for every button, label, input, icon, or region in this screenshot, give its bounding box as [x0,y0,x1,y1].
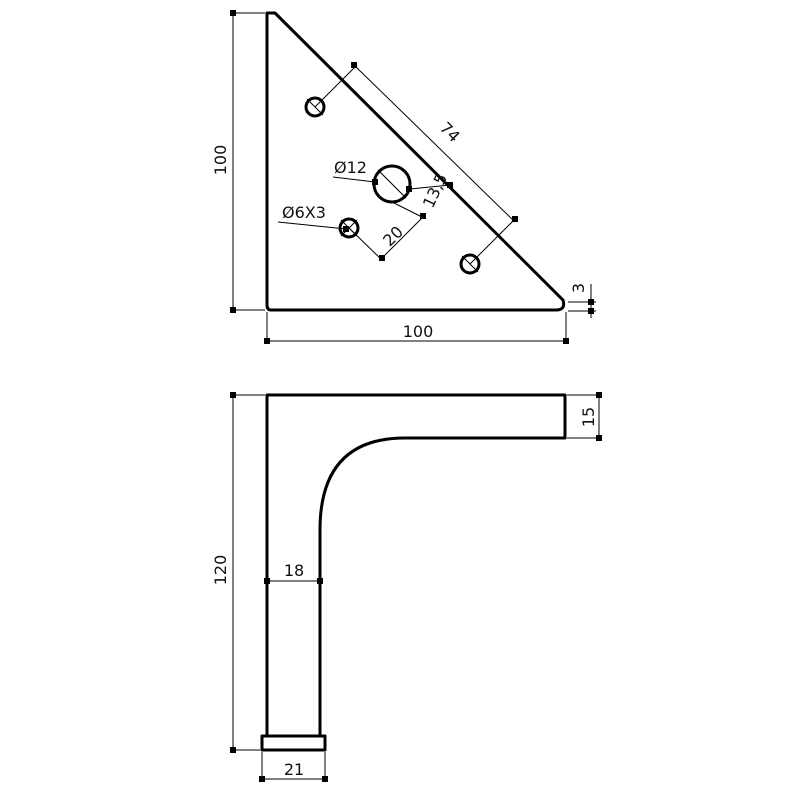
dimension-offset: 13,5 [406,171,453,211]
dim-offset-label: 13,5 [419,171,451,211]
dim-small-hole-label: Ø6X3 [282,203,326,222]
side-view: 120 15 18 21 [211,392,602,782]
dimension-top-height: 100 [211,10,265,313]
dimension-top-thickness: 15 [567,392,602,441]
dimension-thickness: 3 [568,283,596,318]
top-view: 100 100 74 Ø12 [211,10,596,344]
dimension-side-height: 120 [211,392,265,753]
dim-leg-width-label: 18 [284,561,304,580]
dim-edge-offset-label: 20 [379,222,407,250]
dim-top-thickness-label: 15 [579,407,598,427]
dim-side-height-label: 120 [211,555,230,586]
dimension-leg-width: 18 [264,561,323,584]
dimension-top-width: 100 [264,312,569,344]
dimension-edge-offset: 20 [348,201,426,261]
dim-thickness-label: 3 [569,283,588,293]
leg-foot [260,734,327,752]
mount-hole-upper [304,96,326,118]
dim-top-height-label: 100 [211,145,230,176]
dim-foot-width-label: 21 [284,760,304,779]
dimension-small-hole: Ø6X3 [277,203,349,232]
dim-hole-spacing-label: 74 [436,118,464,146]
dim-center-hole-label: Ø12 [334,158,367,177]
triangle-plate [265,11,566,312]
dim-top-width-label: 100 [403,322,434,341]
leg-profile [265,393,567,738]
dimension-center-hole: Ø12 [332,158,378,185]
dimension-foot-width: 21 [259,752,328,782]
mount-hole-lower [459,253,481,275]
